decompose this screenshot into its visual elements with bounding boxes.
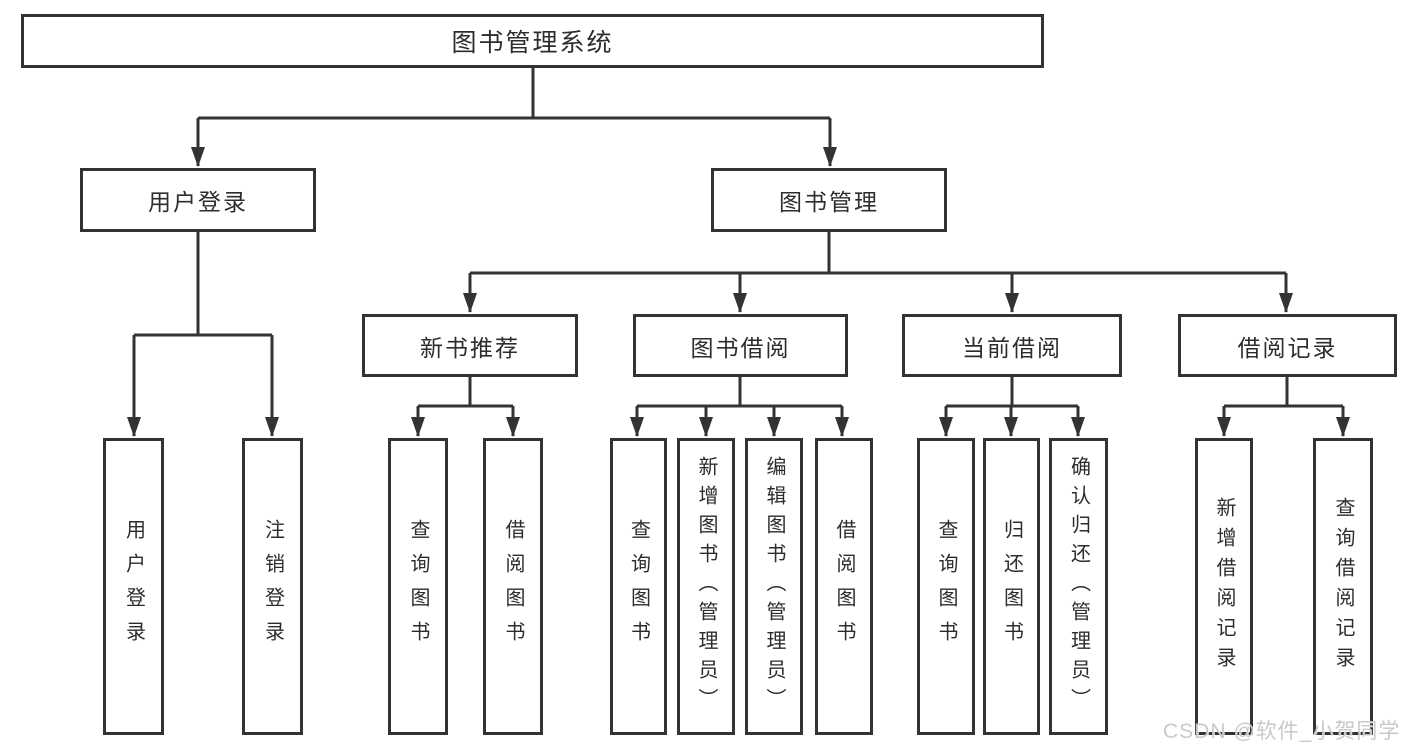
leaf-add-borrow-record: 新增借阅记录	[1195, 438, 1253, 735]
node-label: 借阅记录	[1237, 334, 1338, 361]
leaf-edit-books-admin: 编辑图书（管理员）	[745, 438, 803, 735]
leaf-query-books-current: 查询图书	[917, 438, 975, 735]
node-label: 新增图书（管理员）	[695, 456, 717, 717]
leaf-query-books-borrowing: 查询图书	[610, 438, 667, 735]
node-new-book-recommendation: 新书推荐	[362, 314, 578, 377]
node-label: 图书管理	[779, 189, 879, 215]
leaf-return-books: 归还图书	[983, 438, 1040, 735]
node-label: 图书管理系统	[451, 29, 614, 57]
node-label: 查询图书	[627, 518, 650, 655]
node-book-borrowing: 图书借阅	[633, 314, 848, 377]
leaf-query-books-recommend: 查询图书	[388, 438, 448, 735]
leaf-add-books-admin: 新增图书（管理员）	[677, 438, 735, 735]
node-label: 注销登录	[261, 518, 284, 655]
node-label: 新增借阅记录	[1213, 496, 1235, 677]
node-book-management: 图书管理	[711, 168, 947, 232]
node-label: 用户登录	[122, 518, 145, 655]
leaf-query-borrow-record: 查询借阅记录	[1313, 438, 1373, 735]
node-label: 图书借阅	[690, 334, 791, 361]
leaf-user-login: 用户登录	[103, 438, 164, 735]
node-book-management-system: 图书管理系统	[21, 14, 1044, 68]
node-label: 借阅图书	[833, 518, 855, 655]
leaf-borrow-books-borrowing: 借阅图书	[815, 438, 873, 735]
node-current-borrowing: 当前借阅	[902, 314, 1122, 377]
node-label: 查询图书	[935, 518, 957, 655]
node-label: 查询借阅记录	[1332, 496, 1354, 677]
leaf-borrow-books-recommend: 借阅图书	[483, 438, 543, 735]
node-label: 借阅图书	[502, 518, 524, 655]
leaf-confirm-return-admin: 确认归还（管理员）	[1049, 438, 1108, 735]
node-label: 当前借阅	[962, 334, 1062, 361]
node-borrowing-records: 借阅记录	[1178, 314, 1397, 377]
node-label: 编辑图书（管理员）	[763, 456, 785, 717]
node-label: 新书推荐	[420, 334, 520, 361]
leaf-logout: 注销登录	[242, 438, 303, 735]
csdn-watermark: CSDN @软件_小贺同学	[1163, 720, 1401, 743]
node-label: 确认归还（管理员）	[1067, 456, 1090, 717]
node-label: 归还图书	[1000, 518, 1023, 655]
node-user-login: 用户登录	[80, 168, 316, 232]
node-label: 用户登录	[148, 189, 248, 215]
node-label: 查询图书	[407, 518, 429, 655]
